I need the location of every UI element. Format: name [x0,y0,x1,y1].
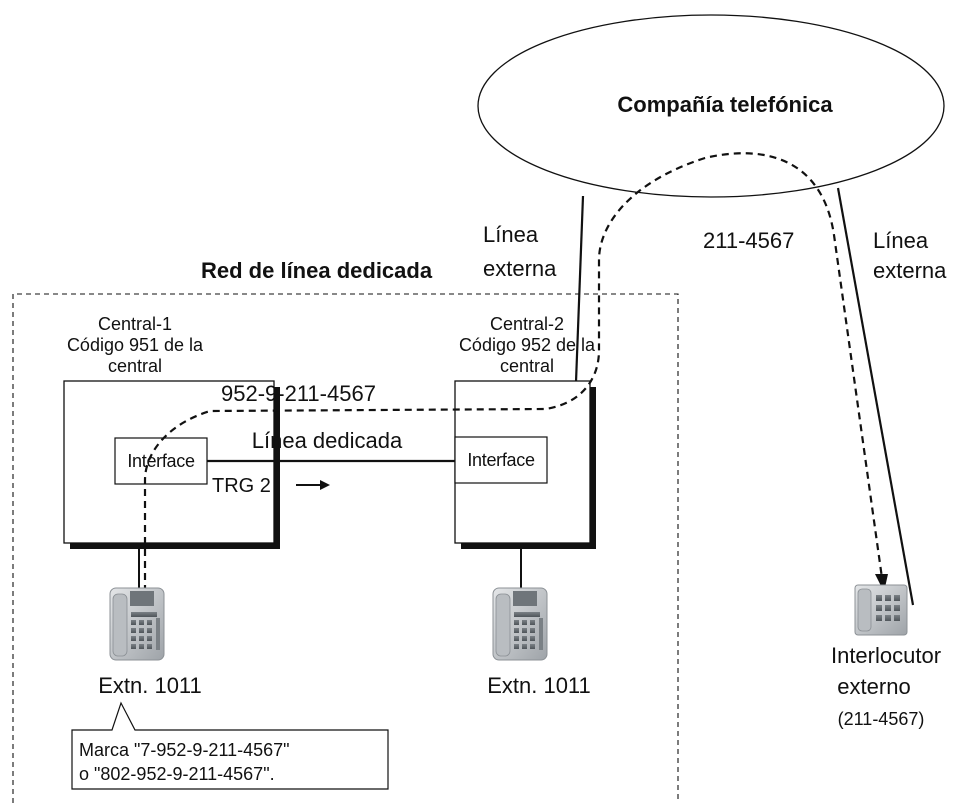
network-label: Red de línea dedicada [201,258,433,283]
central-1-name: Central-1 [98,314,172,334]
arrow-right-icon [296,480,330,490]
external-line-left-label-2: externa [483,256,557,281]
external-party-label-2: externo [837,674,910,699]
central-2-extension-label: Extn. 1011 [487,673,591,698]
call-path [143,152,884,604]
external-party-number: (211-4567) [838,709,925,729]
central-1-extension-label: Extn. 1011 [98,673,202,698]
external-line-left [574,195,585,383]
callout-bubble [71,701,389,790]
network-boundary [12,293,679,803]
dialed-number-label: 211-4567 [703,228,794,253]
callout-line2: o "802-952-9-211-4567". [79,764,275,784]
central-1-code-line2: central [108,356,162,376]
central-1: Interface Central-1 Código 951 de la cen… [63,314,280,549]
dedicated-line-label: Línea dedicada [252,428,403,453]
central-2-name: Central-2 [490,314,564,334]
central-1-interface [114,437,208,485]
external-line-right-label-1: Línea [873,228,929,253]
external-line-right [836,187,915,606]
central-2-code-line1: Código 952 de la [459,335,596,355]
telephone-company-label: Compañía telefónica [617,92,833,117]
dedicated-network-area: Red de línea dedicada [12,258,679,803]
central-1-interface-label: Interface [127,451,195,471]
route-number-label: 952-9-211-4567 [221,381,376,406]
external-line-left-label-1: Línea [483,222,539,247]
central-2: Interface Central-2 Código 952 de la cen… [454,314,596,549]
central-2-code-line2: central [500,356,554,376]
phone-icon [109,587,165,661]
external-party-label-1: Interlocutor [831,643,941,668]
telephone-company-cloud: Compañía telefónica [477,14,945,198]
central-2-interface-label: Interface [467,450,535,470]
central-2-interface [454,436,548,484]
external-phone-icon [854,584,908,636]
callout-line1: Marca "7-952-9-211-4567" [79,740,290,760]
phone-icon [492,587,548,661]
central-1-code-line1: Código 951 de la [67,335,204,355]
dial-callout: Marca "7-952-9-211-4567" o "802-952-9-21… [71,701,389,790]
telephone-company-ellipse [477,14,945,198]
external-line-right-label-2: externa [873,258,947,283]
trunk-group-label: TRG 2 [212,475,271,497]
